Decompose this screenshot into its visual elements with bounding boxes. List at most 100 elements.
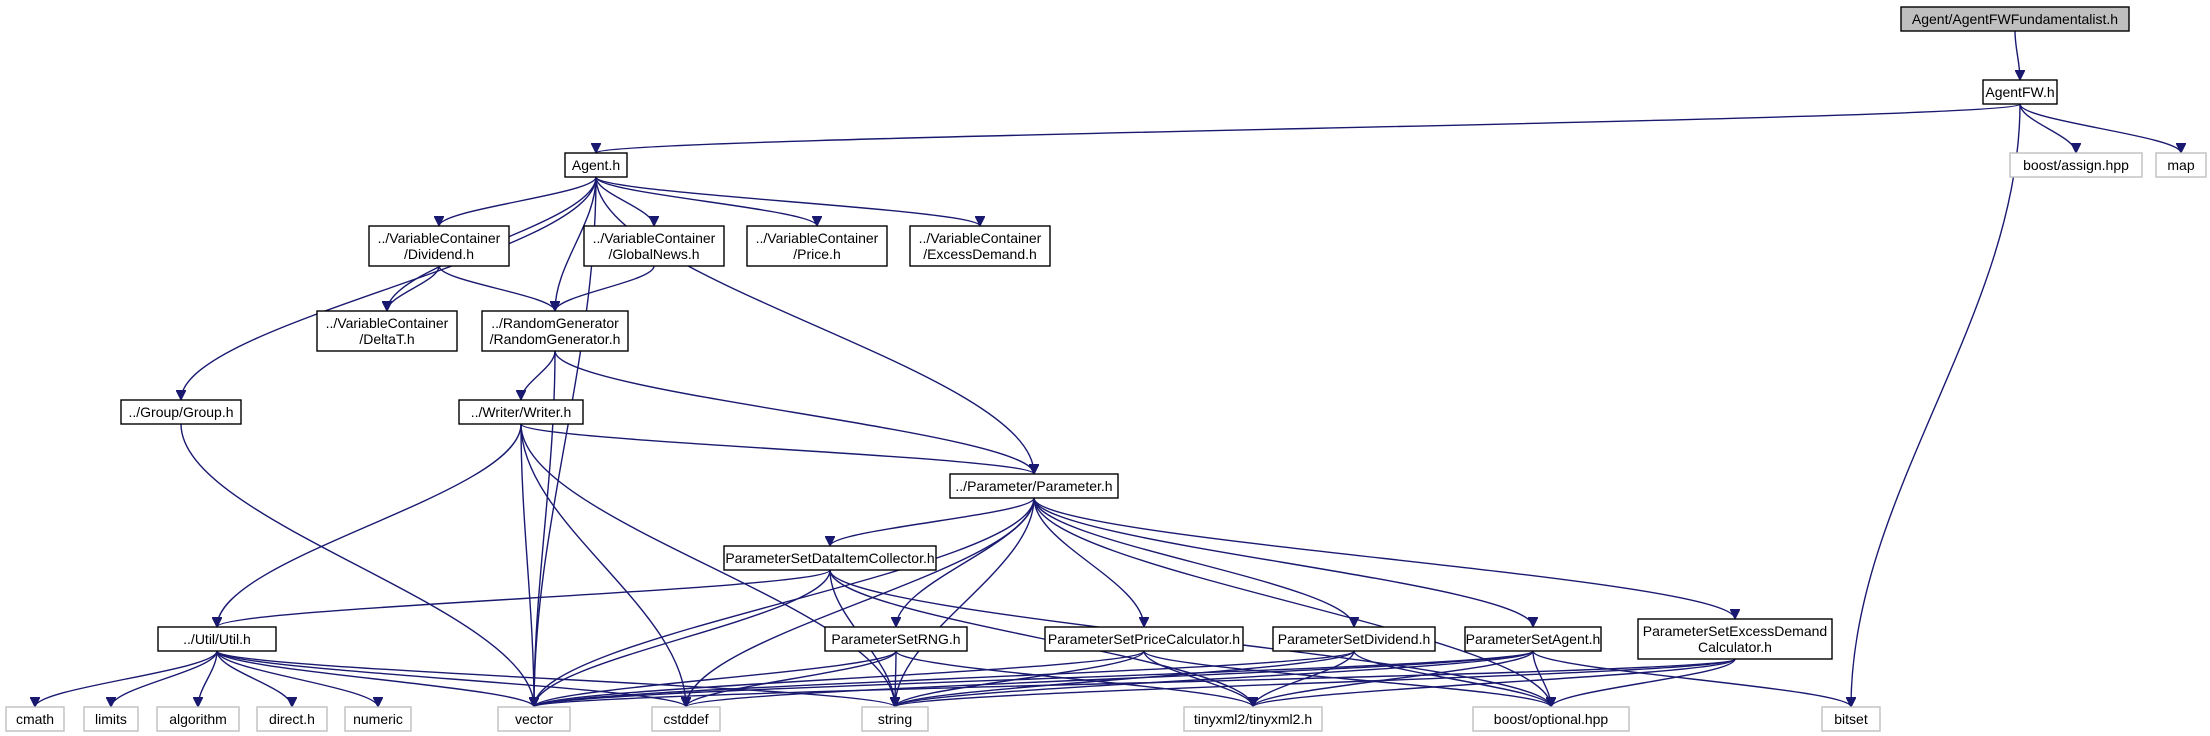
node-label: /Price.h (793, 246, 840, 262)
node-label: bitset (1834, 711, 1868, 727)
edge-parameter-to-cstddef (686, 497, 1035, 707)
node-vc_price[interactable]: ../VariableContainer/Price.h (746, 225, 888, 267)
edge-parameter-to-psagent (1033, 497, 1533, 628)
node-label: /ExcessDemand.h (923, 246, 1037, 262)
node-box[interactable] (723, 545, 937, 571)
node-cstddef: cstddef (651, 706, 721, 732)
edge-util-to-string (216, 650, 895, 708)
node-label: Agent.h (572, 157, 620, 173)
node-box (83, 706, 139, 732)
node-label: map (2167, 157, 2194, 173)
node-label: ParameterSetExcessDemand (1643, 623, 1827, 639)
edge-agentfw-to-bitset (1851, 103, 2021, 707)
node-psrng[interactable]: ParameterSetRNG.h (824, 626, 968, 652)
node-box[interactable] (1044, 626, 1244, 652)
node-box[interactable] (1272, 626, 1436, 652)
node-label: ParameterSetRNG.h (831, 631, 960, 647)
edge-agent-to-randomgen (555, 176, 597, 311)
node-map: map (2155, 152, 2207, 178)
edge-psagent-to-cstddef (686, 650, 1534, 708)
node-box[interactable] (1637, 618, 1833, 660)
node-label: ../VariableContainer (919, 230, 1042, 246)
node-psagent[interactable]: ParameterSetAgent.h (1464, 626, 1602, 652)
node-util[interactable]: ../Util/Util.h (157, 626, 277, 652)
node-box (344, 706, 412, 732)
edge-agent-to-vc_globalnews (595, 176, 654, 227)
node-group[interactable]: ../Group/Group.h (120, 399, 242, 425)
node-box[interactable] (746, 225, 888, 267)
edge-pspc-to-tinyxml (1143, 650, 1253, 708)
node-writer[interactable]: ../Writer/Writer.h (458, 399, 584, 425)
edge-psagent-to-string (895, 650, 1534, 708)
node-box[interactable] (481, 310, 629, 352)
node-label: string (878, 711, 912, 727)
edge-agent-to-vc_excessdemand (595, 176, 980, 227)
node-label: ../Group/Group.h (128, 404, 233, 420)
edge-psdiv-to-boostoptional (1353, 650, 1551, 708)
node-label: direct.h (269, 711, 315, 727)
node-box[interactable] (583, 225, 725, 267)
edge-vc_globalnews-to-randomgen (555, 265, 655, 312)
edge-util-to-limits (111, 650, 218, 708)
edge-parameter-to-vector (534, 497, 1035, 707)
edge-parameter-to-string (895, 497, 1035, 707)
node-label: ParameterSetPriceCalculator.h (1048, 631, 1240, 647)
edge-writer-to-parameter (520, 423, 1034, 475)
node-vc_globalnews[interactable]: ../VariableContainer/GlobalNews.h (583, 225, 725, 267)
edge-parameter-to-boostoptional (1033, 497, 1551, 707)
edge-util-to-direct (216, 650, 292, 708)
node-box[interactable] (157, 626, 277, 652)
node-label: cmath (16, 711, 54, 727)
node-psdic[interactable]: ParameterSetDataItemCollector.h (723, 545, 937, 571)
node-bitset: bitset (1821, 706, 1881, 732)
node-main[interactable]: Agent/AgentFWFundamentalist.h (1900, 6, 2130, 32)
edge-psagent-to-tinyxml (1253, 650, 1534, 708)
node-box[interactable] (949, 473, 1119, 499)
node-label: tinyxml2/tinyxml2.h (1194, 711, 1312, 727)
node-vc_deltat[interactable]: ../VariableContainer/DeltaT.h (316, 310, 458, 352)
edge-psdic-to-vector (534, 569, 831, 708)
edge-psdic-to-util (217, 569, 831, 628)
node-agentfw[interactable]: AgentFW.h (1982, 79, 2058, 105)
node-box[interactable] (120, 399, 242, 425)
node-box[interactable] (458, 399, 584, 425)
edge-psagent-to-bitset (1532, 650, 1851, 708)
node-vc_dividend[interactable]: ../VariableContainer/Dividend.h (368, 225, 510, 267)
node-box[interactable] (1982, 79, 2058, 105)
edge-writer-to-util (217, 423, 522, 627)
node-box[interactable] (1464, 626, 1602, 652)
node-psdiv[interactable]: ParameterSetDividend.h (1272, 626, 1436, 652)
node-boostassign: boost/assign.hpp (2009, 152, 2143, 178)
node-label: vector (515, 711, 553, 727)
node-box (156, 706, 240, 732)
node-numeric: numeric (344, 706, 412, 732)
node-label: ../Parameter/Parameter.h (955, 478, 1112, 494)
node-randomgen[interactable]: ../RandomGenerator/RandomGenerator.h (481, 310, 629, 352)
edge-group-to-vector (180, 423, 534, 707)
edge-psed-to-vector (534, 658, 1736, 708)
node-box[interactable] (564, 152, 628, 178)
node-box (5, 706, 65, 732)
node-box[interactable] (1900, 6, 2130, 32)
node-box[interactable] (316, 310, 458, 352)
node-agent[interactable]: Agent.h (564, 152, 628, 178)
node-box[interactable] (824, 626, 968, 652)
node-vc_excessdemand[interactable]: ../VariableContainer/ExcessDemand.h (909, 225, 1051, 267)
edge-vc_dividend-to-randomgen (438, 265, 555, 312)
node-box (1183, 706, 1323, 732)
edge-randomgen-to-parameter (554, 350, 1034, 475)
edge-vc_dividend-to-vc_deltat (387, 265, 440, 312)
edge-writer-to-cstddef (520, 423, 686, 707)
edge-parameter-to-psdic (830, 497, 1035, 547)
node-box[interactable] (909, 225, 1051, 267)
node-label: ../Writer/Writer.h (471, 404, 572, 420)
node-limits: limits (83, 706, 139, 732)
node-label: limits (95, 711, 127, 727)
node-tinyxml: tinyxml2/tinyxml2.h (1183, 706, 1323, 732)
node-pspc[interactable]: ParameterSetPriceCalculator.h (1044, 626, 1244, 652)
node-parameter[interactable]: ../Parameter/Parameter.h (949, 473, 1119, 499)
edge-util-to-vector (216, 650, 534, 708)
node-box[interactable] (368, 225, 510, 267)
node-cmath: cmath (5, 706, 65, 732)
